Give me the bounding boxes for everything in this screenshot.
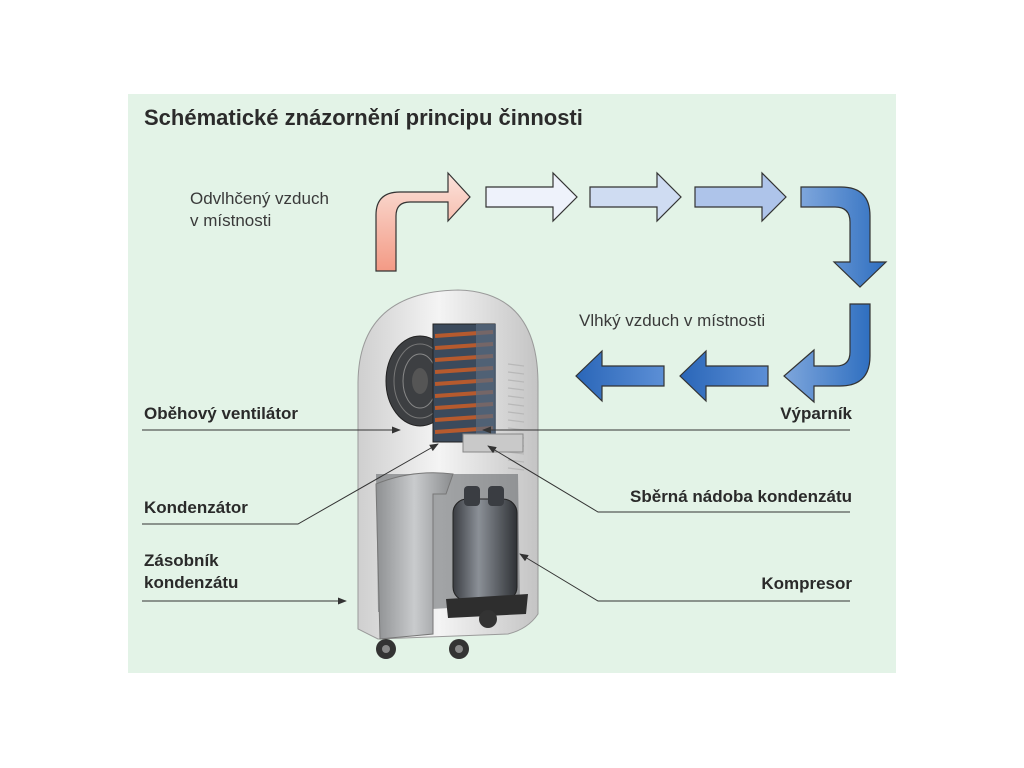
- flow-arrow-top-3: [694, 171, 787, 223]
- flow-arrow-left-2: [575, 349, 665, 403]
- label-condenser: Kondenzátor: [144, 498, 248, 517]
- label-tank-line1: Zásobník: [144, 551, 219, 570]
- diagram-title: Schématické znázornění principu činnosti: [144, 105, 583, 130]
- flow-arrow-top-1: [485, 171, 578, 223]
- warm-air-elbow-arrow: [375, 171, 471, 272]
- flow-arrow-curve-down: [800, 186, 888, 288]
- dehumidifier-unit: [357, 289, 539, 659]
- dehumidifier-diagram: [142, 171, 888, 659]
- label-tank-line2: kondenzátu: [144, 573, 239, 592]
- flow-arrow-left-1: [679, 349, 769, 403]
- label-fan: Oběhový ventilátor: [144, 404, 298, 423]
- label-tank: Zásobník kondenzátu: [144, 550, 238, 594]
- leader-compressor: [519, 553, 850, 602]
- label-collector: Sběrná nádoba kondenzátu: [630, 487, 852, 506]
- humid-air-note: Vlhký vzduch v místnosti: [579, 311, 766, 330]
- compressor: [452, 498, 518, 602]
- label-compressor: Kompresor: [761, 574, 852, 593]
- wheel: [479, 610, 497, 628]
- label-evaporator: Výparník: [780, 404, 852, 423]
- dry-air-line2: v místnosti: [190, 211, 272, 230]
- dry-air-note: Odvlhčený vzduch v místnosti: [190, 188, 329, 232]
- condensate-tank: [375, 472, 454, 640]
- dry-air-line1: Odvlhčený vzduch: [190, 189, 329, 208]
- diagram-panel: Schématické znázornění principu činnosti…: [128, 94, 896, 673]
- flow-arrow-curve-left: [783, 303, 871, 404]
- leader-condenser: [142, 443, 439, 525]
- flow-arrow-top-2: [589, 171, 682, 223]
- leader-collector: [487, 445, 850, 513]
